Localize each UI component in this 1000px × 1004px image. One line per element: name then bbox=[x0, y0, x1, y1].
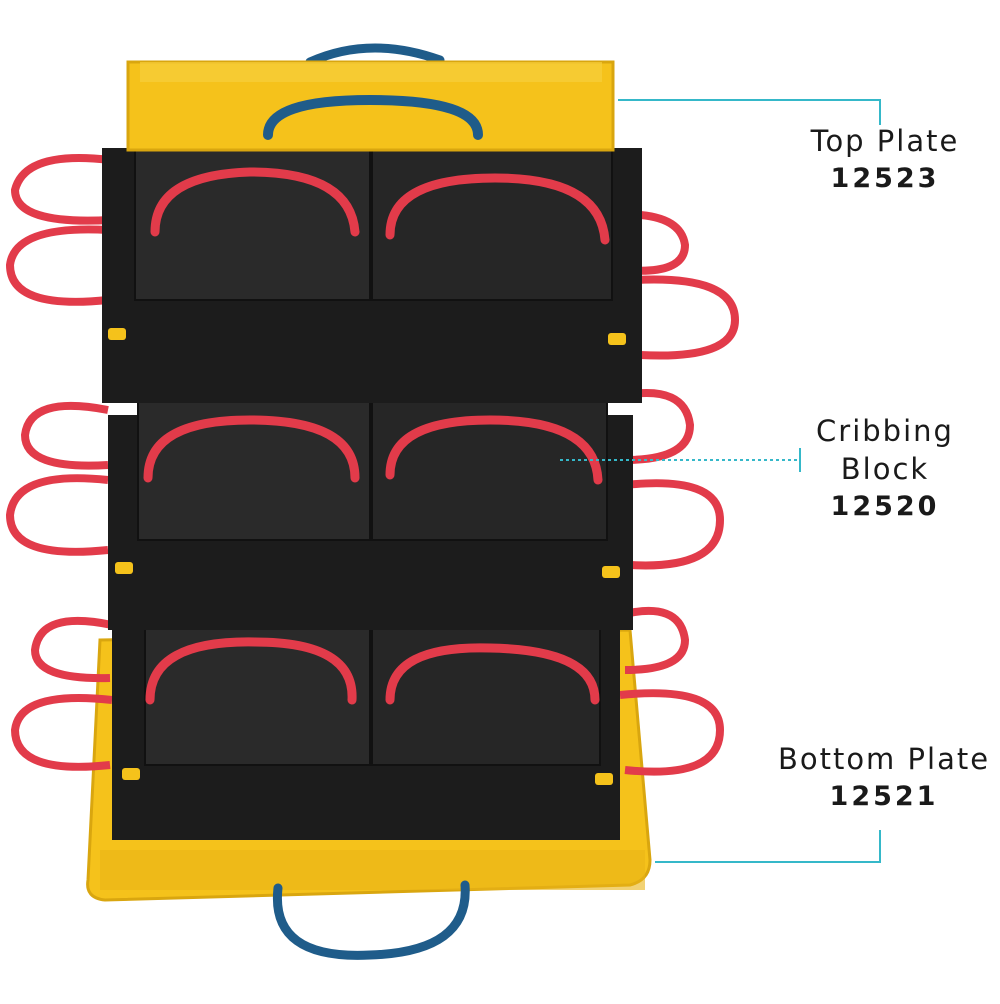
top-plate-callout: Top Plate 12523 bbox=[790, 122, 980, 198]
cribbing-block-name-line1: Cribbing bbox=[816, 414, 954, 448]
bottom-plate-name: Bottom Plate bbox=[777, 742, 991, 776]
top-plate-code: 12523 bbox=[830, 163, 940, 194]
top-plate-name: Top Plate bbox=[810, 124, 960, 158]
bottom-plate-code: 12521 bbox=[829, 781, 939, 812]
block-layer-bottom bbox=[10, 606, 725, 840]
block-layer-top bbox=[5, 148, 740, 403]
cribbing-block-code: 12520 bbox=[830, 491, 940, 522]
top-plate-leader bbox=[618, 99, 881, 125]
bottom-plate-callout: Bottom Plate 12521 bbox=[768, 740, 1000, 816]
bottom-plate-handle bbox=[272, 880, 470, 960]
callout-leader-lines bbox=[560, 99, 881, 863]
bottom-plate-leader bbox=[655, 830, 881, 863]
block-layer-middle bbox=[5, 389, 725, 630]
cribbing-block-callout: Cribbing Block 12520 bbox=[790, 412, 980, 526]
cribbing-block-name-line2: Block bbox=[840, 452, 930, 486]
top-plate bbox=[126, 43, 615, 152]
top-plate-handle bbox=[263, 94, 483, 140]
